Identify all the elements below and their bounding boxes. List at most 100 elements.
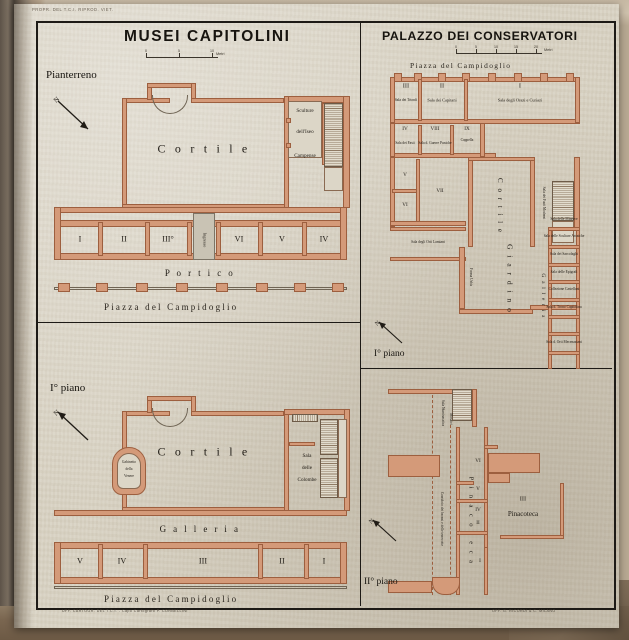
cortile-right-wall xyxy=(530,157,535,247)
room-number-III: III° xyxy=(162,234,174,244)
gallery-label: G a l l e r i a xyxy=(159,524,241,534)
pier-6 xyxy=(256,283,268,292)
scale-tick-0: 0 xyxy=(145,49,147,53)
room-number-V-f: V xyxy=(77,556,83,566)
cons-band-left xyxy=(390,77,395,123)
galleria-label-cons: G a l l e r i a xyxy=(539,273,546,319)
plan-conservatori-first: III Sala dei Trionfi II Sala dei Capitan… xyxy=(360,21,612,369)
grand-staircase-first-a xyxy=(320,419,338,455)
sale-sep-5 xyxy=(548,298,580,302)
pina-crossbar-right xyxy=(488,453,540,473)
lower-range-left xyxy=(54,542,61,584)
grand-staircase-ground xyxy=(324,103,343,167)
room-number-IV-f: IV xyxy=(117,556,127,566)
divider-V-IV xyxy=(302,222,307,256)
left-scale-bar: 0 5 10 Metri xyxy=(145,49,224,60)
cons-room-number-IX: IX xyxy=(464,126,470,132)
plan-ground-floor: Pianterreno N C o r t i l e xyxy=(36,21,360,321)
lamiani-bottom xyxy=(390,257,466,261)
cons-div-V-VII xyxy=(416,159,420,225)
divider-II-I-f xyxy=(304,544,309,579)
divider-ing-VI xyxy=(216,222,221,256)
svg-text:N: N xyxy=(368,518,376,526)
garden-bottom-wall xyxy=(459,309,533,314)
sala-epigrafi: Sala delle Epigrafi xyxy=(550,270,578,275)
right-scale-tick-15: 15 xyxy=(514,45,518,49)
corridoio-bronzi-label: Corridoio dei bronzi e delle terrecotte xyxy=(439,491,444,547)
cons-room-label-IV: Sala dei Fasti xyxy=(395,141,415,146)
scale-tick-5: 5 xyxy=(178,49,180,53)
divider-II-III xyxy=(145,222,150,256)
mosaici-label: Mosaici xyxy=(448,413,453,425)
colombe-inner-wall xyxy=(289,442,315,446)
cons-room-number-II: II xyxy=(439,82,445,90)
venus-label-2: della xyxy=(125,467,133,472)
sale-sep-8 xyxy=(548,351,580,355)
sala-orti-mecenaziani: Sala d. Orti Mecenaziani xyxy=(546,340,582,345)
annex-inner-door-2 xyxy=(286,143,291,148)
sala-minerve-label: Sala delle Minerve xyxy=(550,217,578,222)
left-panel-divider xyxy=(36,322,360,324)
pinacoteca-room-label: Pinacoteca xyxy=(507,510,539,519)
north-arrow-ground: N xyxy=(50,93,94,137)
pier-2 xyxy=(96,283,108,292)
cortile-left-wall xyxy=(468,157,473,247)
venus-label-3: Venere xyxy=(124,474,134,479)
cons-room-label-II: Sala dei Capitani xyxy=(427,97,457,103)
room-number-V: V xyxy=(279,234,285,244)
first-floor-label: I° piano xyxy=(50,382,86,394)
pina-crossbar-left xyxy=(388,455,440,477)
courtyard-label-first: C o r t i l e xyxy=(157,444,251,459)
sala-sarcofaghi: Sala dei Sarcofaghi xyxy=(550,252,578,257)
map-sheet: PROPR. DEL T.C.I. RIPROD. VIET. MUSEI CA… xyxy=(14,4,619,628)
scale-unit: Metri xyxy=(216,52,225,56)
piazza-label-conservatori: Piazza del Campidoglio xyxy=(410,61,512,70)
sale-sep-1 xyxy=(548,227,580,231)
cons-room-number-IV: IV xyxy=(402,126,408,132)
conservatori-second-floor-label: II° piano xyxy=(364,577,398,587)
gallery-rear-wall xyxy=(54,510,347,516)
fasti-moderni-label: Sala dei Fasti Moderni xyxy=(541,186,546,220)
pina-III-right xyxy=(560,483,564,539)
pina-stair-right xyxy=(472,389,477,427)
colombe-label-2: delle xyxy=(301,465,313,472)
pina-III-bottom xyxy=(500,535,564,539)
piazza-label-ground: Piazza del Campidoglio xyxy=(104,302,239,312)
pina-room-II: II xyxy=(476,520,480,526)
cons-band-right xyxy=(575,77,580,123)
pina-room-IV: IV xyxy=(475,507,481,513)
pina-room-V: V xyxy=(476,486,480,492)
piazza-label-first: Piazza del Campidoglio xyxy=(104,594,239,604)
cons-room-label-IX: Cappella xyxy=(460,138,474,143)
facade-pier-8 xyxy=(566,73,574,82)
portico-label: P o r t i c o xyxy=(164,268,236,278)
panel-musei-capitolini: MUSEI CAPITOLINI 0 5 10 Metri Pianterren… xyxy=(36,21,360,606)
court-wall-top-right xyxy=(191,98,284,103)
orti-lamiani-label: Sala degli Orti Lamiani xyxy=(411,240,445,245)
pina-div-V xyxy=(456,481,474,485)
stair-landing-first xyxy=(338,419,347,498)
sale-sep-2 xyxy=(548,245,580,249)
ground-floor-label: Pianterreno xyxy=(46,69,97,81)
conservatori-first-floor-label: I° piano xyxy=(374,349,405,359)
pier-4 xyxy=(176,283,188,292)
sale-sep-6 xyxy=(548,315,580,319)
colombe-hatch-top xyxy=(292,414,318,422)
court1-wall-top-right xyxy=(191,411,284,416)
printer-credit: OFF. G. RICORDI & C. MILANO xyxy=(492,609,556,613)
room-number-II: II xyxy=(121,234,127,244)
cons-room-number-VI: VI xyxy=(402,202,408,208)
svg-text:N: N xyxy=(374,320,382,328)
cons-room-number-I: I xyxy=(518,82,522,90)
divider-I-II xyxy=(98,222,103,256)
court-wall-left xyxy=(122,98,127,208)
cons-band2-right xyxy=(480,123,485,157)
column-divider xyxy=(360,21,362,606)
right-scale-bar: 0 5 10 15 20 Metri xyxy=(455,45,552,56)
forma-urbis-wall xyxy=(459,247,465,309)
cons-room-label-I: Sala degli Orazi e Curiazi xyxy=(497,97,543,103)
room-number-I: I xyxy=(78,234,82,244)
scale-tick-10: 10 xyxy=(210,49,214,53)
plan-conservatori-second: Sala Numismatica Mosaici Corridoio dei b… xyxy=(360,371,612,606)
colombe-left-wall xyxy=(284,409,289,511)
